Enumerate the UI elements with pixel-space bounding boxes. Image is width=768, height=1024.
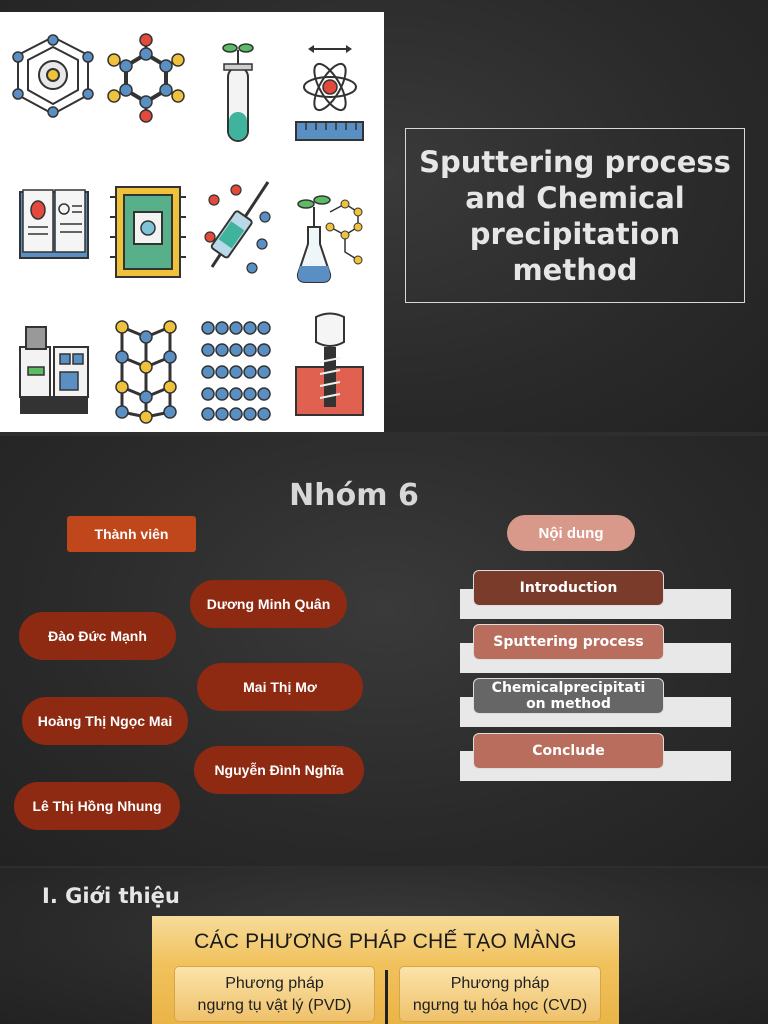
- members-header: Thành viên: [67, 516, 196, 552]
- member-pill: Dương Minh Quân: [190, 580, 347, 628]
- title-slide: Sputtering process and Chemical precipit…: [0, 0, 768, 432]
- content-item-introduction[interactable]: Introduction: [473, 570, 664, 606]
- content-item-chemical-precipitation[interactable]: Chemicalprecipitati on method: [473, 678, 664, 714]
- fabrication-methods-banner: CÁC PHƯƠNG PHÁP CHẾ TẠO MÀNG Phương pháp…: [152, 916, 619, 1024]
- plant-test-tube-icon: [222, 43, 254, 142]
- microscope-icon: [19, 326, 89, 414]
- member-pill: Lê Thị Hồng Nhung: [14, 782, 180, 830]
- gear-network-icon: [12, 34, 94, 118]
- atom-ruler-icon: [295, 45, 364, 141]
- molecule-icon: [107, 33, 185, 123]
- group-title: Nhóm 6: [289, 478, 419, 513]
- presentation-title: Sputtering process and Chemical precipit…: [419, 144, 731, 287]
- lattice-structure-icon: [115, 320, 177, 424]
- group-slide: Nhóm 6 Thành viên Dương Minh Quân Đào Đứ…: [0, 436, 768, 866]
- introduction-slide: I. Giới thiệu CÁC PHƯƠNG PHÁP CHẾ TẠO MÀ…: [0, 868, 768, 1024]
- cvd-card: Phương pháp ngưng tụ hóa học (CVD): [399, 966, 601, 1022]
- content-header: Nội dung: [507, 515, 635, 551]
- member-pill: Mai Thị Mơ: [197, 663, 363, 711]
- content-item-conclude[interactable]: Conclude: [473, 733, 664, 769]
- banner-title: CÁC PHƯƠNG PHÁP CHẾ TẠO MÀNG: [194, 930, 577, 953]
- plant-flask-icon: [296, 195, 363, 283]
- pvd-card: Phương pháp ngưng tụ vật lý (PVD): [174, 966, 375, 1022]
- content-item-sputtering[interactable]: Sputtering process: [473, 624, 664, 660]
- nanomaterial-grid-icon: [201, 321, 271, 421]
- microchip-icon: [110, 186, 186, 278]
- member-pill: Nguyễn Đình Nghĩa: [194, 746, 364, 794]
- member-pill: Đào Đức Mạnh: [19, 612, 176, 660]
- member-pill: Hoàng Thị Ngọc Mai: [22, 697, 188, 745]
- presentation-title-box: Sputtering process and Chemical precipit…: [405, 128, 745, 303]
- science-icon-grid: [0, 12, 384, 432]
- syringe-icon: [204, 181, 271, 274]
- divider: [385, 970, 388, 1024]
- science-book-icon: [19, 189, 89, 259]
- section-title: I. Giới thiệu: [42, 884, 180, 908]
- dental-implant-icon: [295, 312, 364, 416]
